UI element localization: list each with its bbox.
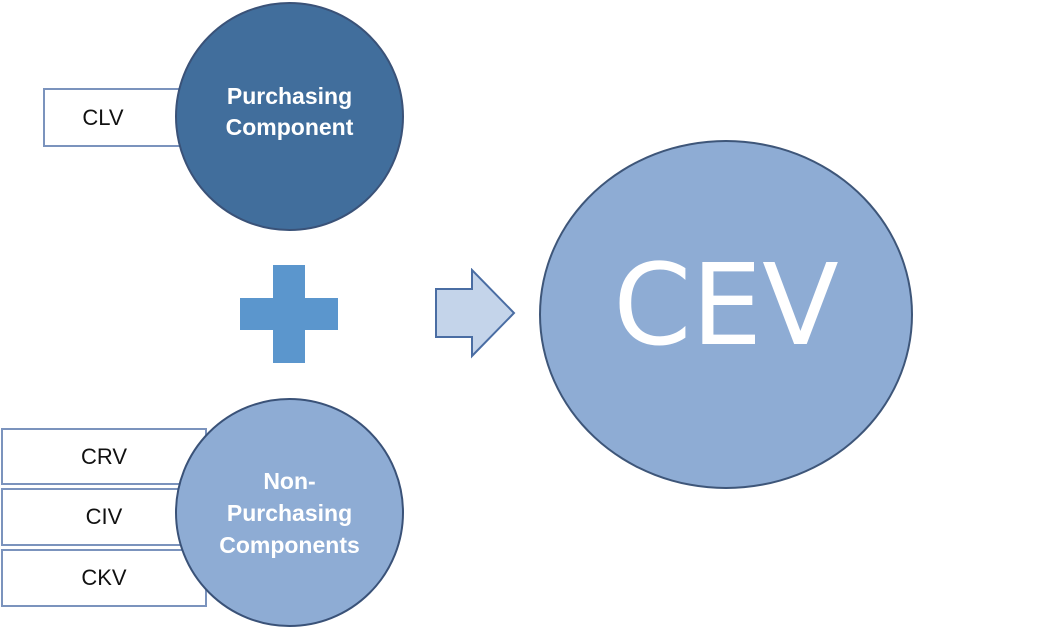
clv-box: CLV [43, 88, 193, 147]
plus-icon [240, 265, 338, 363]
purchasing-component-circle: Purchasing Component [175, 2, 404, 231]
crv-box: CRV [1, 428, 207, 485]
non-purchasing-components-label: Non- Purchasing Components [219, 467, 360, 558]
ckv-label: CKV [81, 565, 127, 590]
ckv-box: CKV [1, 549, 207, 607]
cev-circle: CEV [539, 140, 913, 489]
civ-label: CIV [85, 504, 123, 529]
cev-label: CEV [613, 240, 839, 371]
clv-label: CLV [82, 104, 124, 130]
purchasing-component-label: Purchasing Component [225, 83, 354, 140]
civ-box: CIV [1, 488, 207, 546]
non-purchasing-components-circle: Non- Purchasing Components [175, 398, 404, 627]
right-arrow-icon [435, 268, 516, 359]
crv-label: CRV [80, 443, 128, 469]
